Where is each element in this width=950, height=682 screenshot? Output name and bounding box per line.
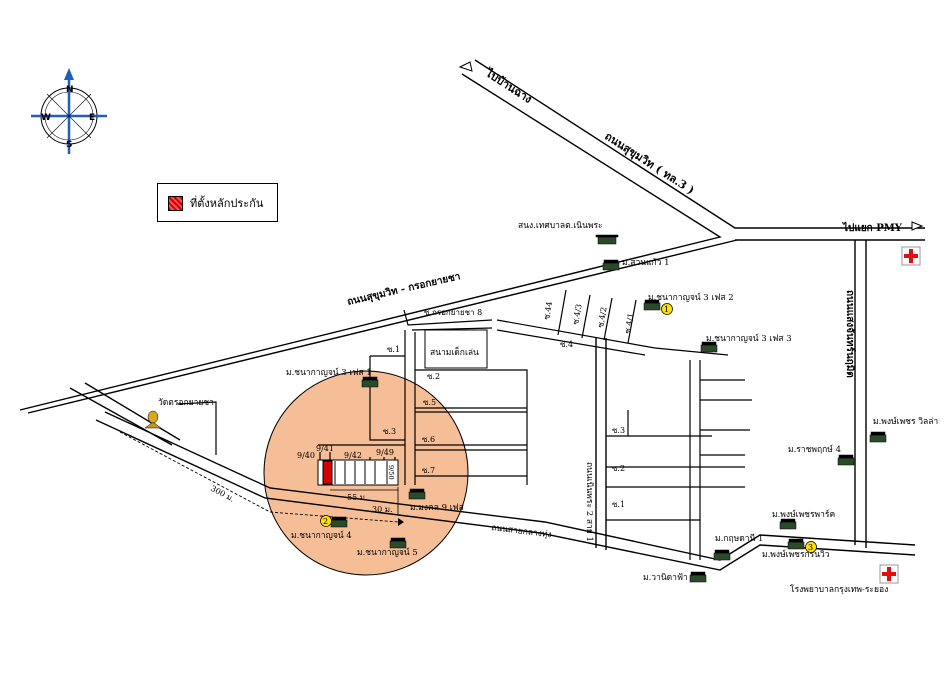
soi-5-label: ซ.5 bbox=[423, 398, 436, 407]
plot-940-label: 9/40 bbox=[297, 451, 315, 460]
hospital-icon bbox=[879, 564, 899, 584]
compass-north: N bbox=[66, 85, 74, 95]
distance-30-label: 30 ม. bbox=[372, 505, 393, 514]
map-legend: ที่ตั้งหลักประกัน bbox=[157, 183, 278, 222]
soi-42-label: ซ.4/2 bbox=[596, 306, 608, 328]
house-icon bbox=[361, 376, 379, 388]
collateral-plot bbox=[322, 460, 333, 485]
chanakan4-label: ม.ชนากาญจน์ 4 bbox=[291, 530, 352, 541]
noen-phra-label: ถนนเนินพระ 2 สาย 1 bbox=[584, 462, 594, 542]
municipality-label: สนง.เทศบาลต.เนินพระ bbox=[518, 221, 603, 231]
marker-3: 3 bbox=[805, 541, 817, 553]
sai-klang-thung-label: ถนนสายกลางทุ่ง bbox=[491, 523, 553, 540]
compass-east: E bbox=[89, 113, 95, 123]
soi-krok-8-label: ซ.กรอกยายชา 8 bbox=[424, 308, 482, 317]
wanida-label: ม.วานิดาฟ้า bbox=[643, 572, 688, 583]
chanakan3-p1-label: ม.ชนากาญจน์ 3 เฟส 1 bbox=[286, 367, 372, 378]
east-soi-network bbox=[496, 289, 752, 560]
sukhumvit-krok-label: ถนนสุขุมวิท - กรอกยายชา bbox=[346, 270, 462, 308]
house-icon bbox=[602, 259, 620, 271]
soi-1-label: ซ.1 bbox=[387, 345, 400, 354]
distance-55-label: 55 ม. bbox=[347, 493, 368, 502]
plot-942-label: 9/42 bbox=[344, 451, 362, 460]
chanakan3-p2-label: ม.ชนากาญจน์ 3 เฟส 2 bbox=[648, 292, 734, 303]
soi-43-label: ซ.4/3 bbox=[571, 303, 583, 325]
hospital-label: โรงพยาบาลกรุงเทพ-ระยอง bbox=[790, 584, 888, 595]
compass-west: W bbox=[41, 113, 51, 123]
kritsadathani-label: ม.กฤษดานี 1 bbox=[715, 533, 763, 544]
east-soi-3-label: ซ.3 bbox=[612, 426, 625, 435]
legend-label: ที่ตั้งหลักประกัน bbox=[190, 197, 264, 210]
house-icon bbox=[408, 488, 426, 500]
west-soi-network bbox=[318, 309, 528, 485]
compass-rose: N S E W bbox=[31, 68, 107, 154]
sukhumvit-label: ถนนสุขุมวิท ( ทล.3 ) bbox=[602, 130, 697, 198]
house-icon bbox=[869, 431, 887, 443]
plot-949-label: 9/49 bbox=[376, 448, 394, 457]
collateral-swatch bbox=[168, 196, 183, 211]
phongphet-park-label: ม.พงษ์เพชรพาร์ค bbox=[772, 509, 835, 520]
building-icon bbox=[595, 234, 619, 245]
house-icon bbox=[700, 341, 718, 353]
chanakan3-p3-label: ม.ชนากาญจน์ 3 เฟส 3 bbox=[706, 333, 792, 344]
noen-phra-road bbox=[595, 338, 607, 550]
temple-label: วัดตรอกยายชา bbox=[158, 398, 214, 408]
soi-4-label: ซ.4 bbox=[560, 340, 573, 349]
to-pmy-label: ไปแยก PMY bbox=[842, 221, 903, 234]
chanakan5-label: ม.ชนากาญจน์ 5 bbox=[357, 547, 418, 558]
marker-1: 1 bbox=[661, 303, 673, 315]
temple-icon bbox=[144, 410, 162, 429]
svg-text:3: 3 bbox=[808, 543, 813, 552]
house-icon bbox=[330, 516, 348, 528]
saeng-chan-road bbox=[854, 240, 867, 548]
compass-south: S bbox=[66, 140, 72, 150]
plot-950-label: 9/50 bbox=[387, 465, 395, 480]
soi-2-label: ซ.2 bbox=[427, 372, 440, 381]
marker-2: 2 bbox=[320, 515, 332, 527]
soi-7-label: ซ.7 bbox=[422, 466, 435, 475]
svg-text:2: 2 bbox=[323, 517, 328, 526]
dimension-lines bbox=[119, 431, 404, 526]
east-soi-1-label: ซ.1 bbox=[612, 500, 625, 509]
soi-6-label: ซ.6 bbox=[422, 435, 435, 444]
suan-kaeo-label: ม.สวนแก้ว 1 bbox=[622, 257, 670, 268]
house-icon bbox=[389, 537, 407, 549]
plot-row bbox=[317, 452, 399, 486]
house-icon bbox=[713, 549, 731, 561]
hospital-icon bbox=[901, 246, 921, 266]
sai-klang-thung-road bbox=[95, 411, 916, 571]
phongphet-green-label: ม.พงษ์เพชรกรีนวิว bbox=[762, 549, 830, 560]
house-icon bbox=[779, 518, 797, 530]
playground-label: สนามเด็กเล่น bbox=[430, 346, 479, 358]
house-icon bbox=[643, 299, 661, 311]
soi-3-label: ซ.3 bbox=[383, 427, 396, 436]
house-icon bbox=[787, 538, 805, 550]
saeng-chan-label: ถนนแสงจันทร์นฤมิต bbox=[844, 290, 856, 378]
to-ban-chang-label: ไปบ้านฉาง bbox=[482, 65, 535, 106]
soi-41-label: ซ.4/1 bbox=[623, 312, 635, 334]
mongkhon9-label: ม.มงคล 9 เฟส bbox=[410, 503, 465, 513]
rachaphruk4-label: ม.ราชพฤกษ์ 4 bbox=[788, 444, 841, 455]
plot-941-label: 9/41 bbox=[316, 444, 334, 453]
phongphet-villa-label: ม.พงษ์เพชร วิลล่า bbox=[873, 416, 938, 427]
house-icon bbox=[689, 571, 707, 583]
house-icon bbox=[837, 454, 855, 466]
soi-44-label: ซ.44 bbox=[542, 301, 554, 320]
east-soi-2-label: ซ.2 bbox=[612, 464, 625, 473]
svg-text:1: 1 bbox=[664, 305, 669, 314]
